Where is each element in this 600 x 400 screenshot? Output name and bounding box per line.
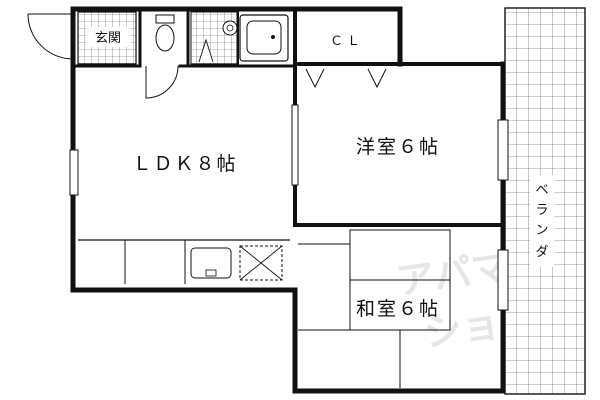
bathtub <box>239 14 289 62</box>
toilet <box>145 14 179 99</box>
entrance-label: 玄関 <box>95 31 121 46</box>
room-label-ldk: ＬＤＫ８帖 <box>132 153 237 175</box>
veranda-char-3: ン <box>535 223 548 238</box>
kitchen-counter <box>78 239 290 284</box>
room-label-western: 洋室６帖 <box>356 136 440 158</box>
closet: ＣＬ <box>305 34 387 89</box>
windows <box>69 104 509 311</box>
room-label-japanese: 和室６帖 <box>356 298 440 320</box>
veranda: ベ ラ ン ダ <box>504 7 586 395</box>
closet-label: ＣＬ <box>330 34 364 49</box>
veranda-char-4: ダ <box>535 245 548 260</box>
veranda-char-1: ベ <box>535 183 548 198</box>
tatami-lines <box>298 229 451 388</box>
veranda-char-2: ラ <box>535 203 548 218</box>
entrance: 玄関 <box>27 11 137 65</box>
washroom <box>190 11 238 65</box>
